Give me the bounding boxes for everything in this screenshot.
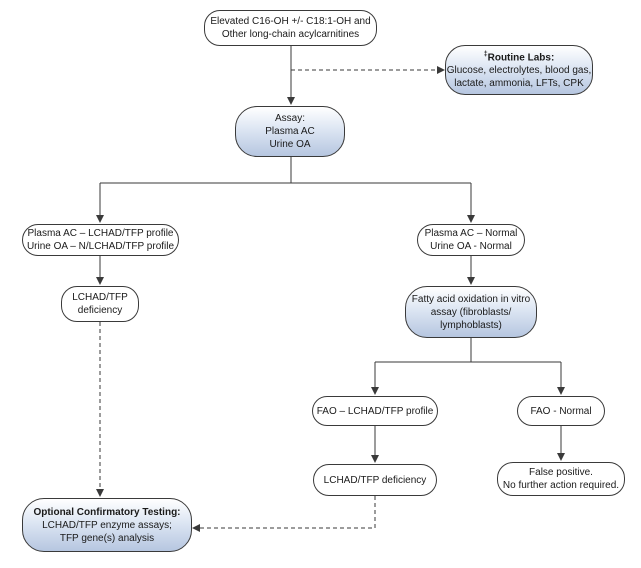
node-line: Glucose, electrolytes, blood gas, [446, 65, 592, 77]
node-line: lymphoblasts) [440, 319, 502, 331]
node-lchad-deficiency-left: LCHAD/TFP deficiency [61, 286, 139, 322]
node-lchad-profile: Plasma AC – LCHAD/TFP profile Urine OA –… [22, 224, 179, 256]
node-line: TFP gene(s) analysis [59, 532, 155, 544]
node-normal: Plasma AC – Normal Urine OA - Normal [417, 224, 525, 256]
node-line: Plasma AC [265, 126, 315, 137]
node-line: Plasma AC – LCHAD/TFP profile [27, 228, 174, 239]
node-line: Elevated C16-OH +/- C18:1-OH and [210, 16, 371, 27]
node-title: ‡Routine Labs: [484, 50, 555, 64]
node-routine-labs: ‡Routine Labs: Glucose, electrolytes, bl… [445, 45, 593, 95]
node-line: assay (fibroblasts/ [430, 306, 512, 318]
node-line: Urine OA [269, 139, 311, 150]
node-lchad-deficiency-right: LCHAD/TFP deficiency [313, 464, 437, 496]
node-title-text: Routine Labs: [487, 52, 555, 64]
node-fao-lchad-profile: FAO – LCHAD/TFP profile [312, 396, 438, 426]
node-line: FAO - Normal [530, 405, 592, 417]
node-fao-assay: Fatty acid oxidation in vitro assay (fib… [405, 286, 537, 338]
node-line: LCHAD/TFP deficiency [323, 474, 427, 486]
node-line: Other long-chain acylcarnitines [221, 29, 360, 40]
node-confirmatory-testing: Optional Confirmatory Testing: LCHAD/TFP… [22, 498, 192, 552]
connector-deficiencyright-confirm [192, 496, 376, 532]
node-line: LCHAD/TFP enzyme assays; [42, 519, 172, 531]
node-false-positive: False positive. No further action requir… [497, 462, 625, 496]
node-line: Plasma AC – Normal [424, 228, 518, 239]
double-dagger-marker: ‡ [483, 50, 488, 58]
node-line: LCHAD/TFP [72, 292, 128, 303]
node-line: deficiency [77, 305, 123, 316]
node-line: FAO – LCHAD/TFP profile [316, 405, 434, 417]
node-line: No further action required. [502, 480, 620, 491]
node-line: Fatty acid oxidation in vitro [411, 293, 531, 305]
node-fao-normal: FAO - Normal [517, 396, 605, 426]
node-elevated-acylcarnitines: Elevated C16-OH +/- C18:1-OH and Other l… [204, 10, 377, 46]
node-line: False positive. [529, 467, 593, 478]
node-line: Urine OA – N/LCHAD/TFP profile [26, 241, 175, 252]
node-line: Assay: [274, 113, 305, 124]
node-assay: Assay: Plasma AC Urine OA [235, 106, 345, 157]
node-title: Optional Confirmatory Testing: [33, 506, 181, 518]
node-line: Urine OA - Normal [430, 241, 512, 252]
node-line: lactate, ammonia, LFTs, CPK [454, 78, 584, 90]
